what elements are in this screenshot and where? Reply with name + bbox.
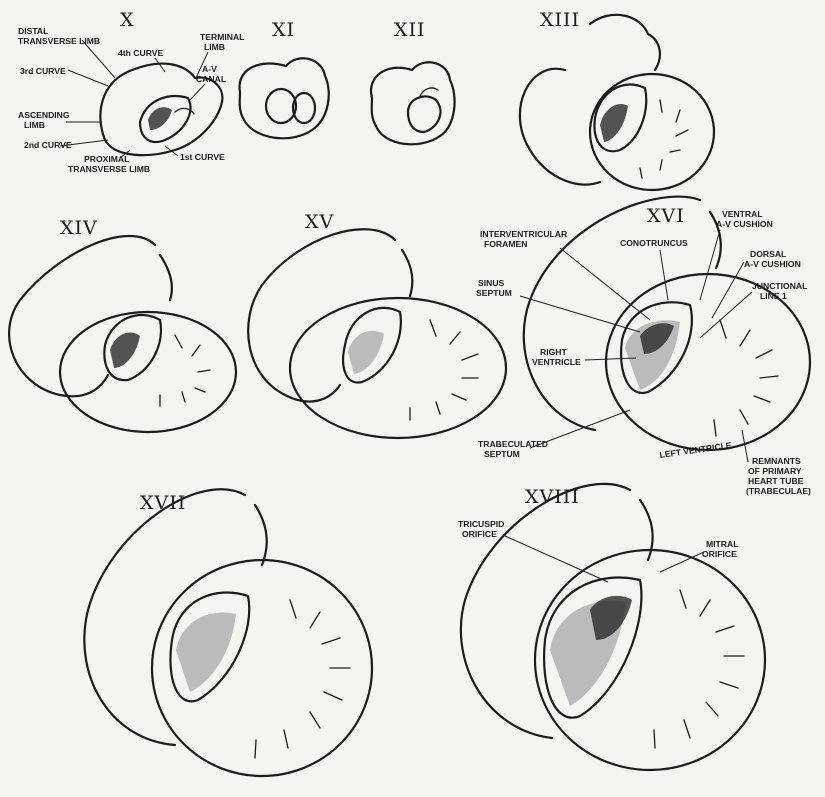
label-interventricular-2: FORAMEN <box>484 239 527 249</box>
label-ascending-2: LIMB <box>24 120 45 130</box>
label-remnants-3: HEART TUBE <box>748 476 804 486</box>
label-mitral-1: MITRAL <box>706 539 738 549</box>
label-conotruncus: CONOTRUNCUS <box>620 238 688 248</box>
stage-xi-heart <box>240 58 329 138</box>
stage-xviii-labels: TRICUSPID ORIFICE MITRAL ORIFICE <box>458 519 738 582</box>
label-ascending-1: ASCENDING <box>18 110 70 120</box>
stage-label-xvi: XVI <box>647 205 685 227</box>
stage-xvii-heart <box>84 489 372 776</box>
label-remnants-4: (TRABECULAE) <box>746 486 811 496</box>
label-trabeculated-2: SEPTUM <box>484 449 520 459</box>
label-junctional-1: JUNCTIONAL <box>752 281 807 291</box>
label-1st-curve: 1st CURVE <box>180 152 225 162</box>
label-distal-2: TRANSVERSE LIMB <box>18 36 100 46</box>
label-mitral-2: ORIFICE <box>702 549 737 559</box>
label-junctional-2: LINE 1 <box>760 291 787 301</box>
stage-xii-heart <box>371 62 455 144</box>
label-trabeculated-1: TRABECULATED <box>478 439 548 449</box>
stage-label-xv: XV <box>305 211 334 233</box>
label-proximal-2: TRANSVERSE LIMB <box>68 164 150 174</box>
label-dorsal-1: DORSAL <box>750 249 786 259</box>
label-ventral-1: VENTRAL <box>722 209 763 219</box>
label-ventral-2: A-V CUSHION <box>716 219 773 229</box>
label-sinus-1: SINUS <box>478 278 505 288</box>
label-av-canal-2: CANAL <box>196 74 226 84</box>
stage-label-xiii: XIII <box>540 9 580 31</box>
label-remnants-1: REMNANTS <box>752 456 801 466</box>
stage-label-xii: XII <box>394 19 426 41</box>
label-tricuspid-2: ORIFICE <box>462 529 497 539</box>
stage-label-xiv: XIV <box>60 217 98 239</box>
label-sinus-2: SEPTUM <box>476 288 512 298</box>
label-distal-1: DISTAL <box>18 26 48 36</box>
label-dorsal-2: A-V CUSHION <box>744 259 801 269</box>
stage-xviii-heart <box>461 484 765 770</box>
label-remnants-2: OF PRIMARY <box>748 466 802 476</box>
stage-xiii-heart <box>520 15 714 190</box>
label-terminal-2: LIMB <box>204 42 225 52</box>
label-av-canal-1: A-V <box>202 64 217 74</box>
stage-xv-heart <box>248 229 506 438</box>
label-4th-curve: 4th CURVE <box>118 48 163 58</box>
label-right-ventricle-1: RIGHT <box>540 347 567 357</box>
stage-label-xi: XI <box>272 19 295 41</box>
stage-label-x: X <box>120 9 135 31</box>
label-tricuspid-1: TRICUSPID <box>458 519 504 529</box>
label-interventricular-1: INTERVENTRICULAR <box>480 229 568 239</box>
stage-x-labels: DISTAL TRANSVERSE LIMB 4th CURVE TERMINA… <box>18 26 244 174</box>
label-right-ventricle-2: VENTRICLE <box>532 357 581 367</box>
label-terminal-1: TERMINAL <box>200 32 244 42</box>
label-3rd-curve: 3rd CURVE <box>20 66 66 76</box>
stage-xiv-heart <box>9 236 236 432</box>
